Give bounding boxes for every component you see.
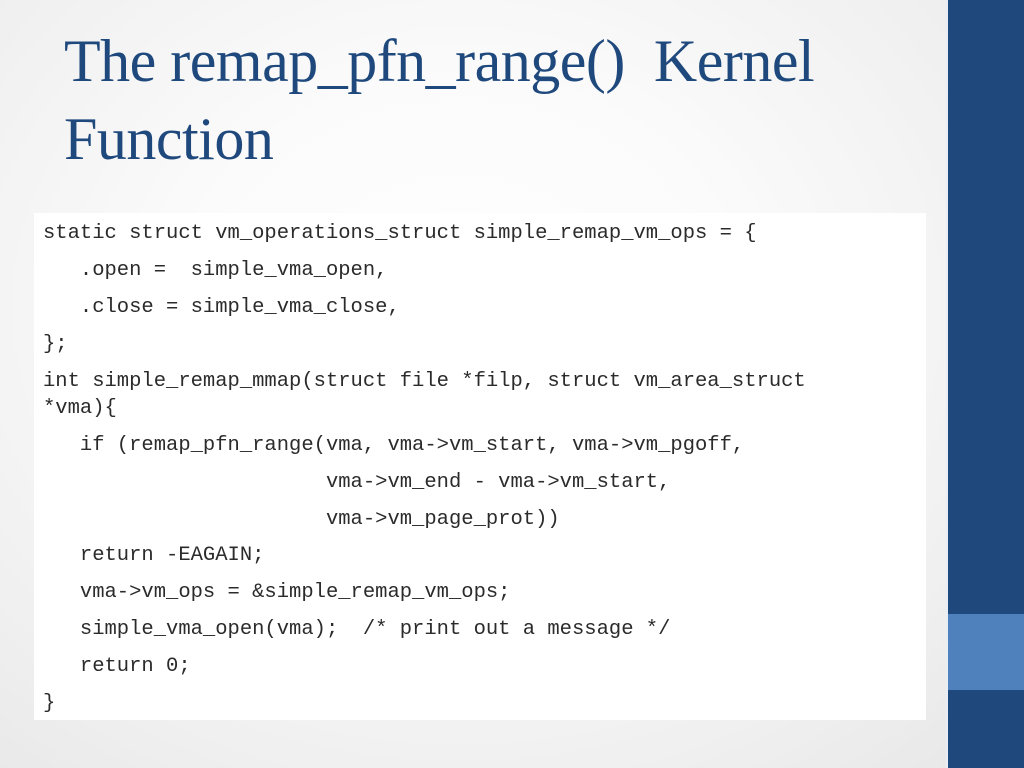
slide-title-line-1: The remap_pfn_range() Kernel — [64, 28, 815, 94]
sidebar-edge — [946, 0, 948, 768]
code-line: *vma){ — [43, 397, 117, 420]
code-line: return 0; — [43, 655, 191, 678]
slide-title: The remap_pfn_range() Kernel Function — [64, 22, 934, 178]
code-line: return -EAGAIN; — [43, 544, 265, 567]
sidebar-accent-block — [948, 614, 1024, 690]
code-listing: static struct vm_operations_struct simpl… — [34, 213, 926, 720]
code-line: if (remap_pfn_range(vma, vma->vm_start, … — [43, 434, 745, 457]
code-line: vma->vm_page_prot)) — [43, 508, 560, 531]
code-line: simple_vma_open(vma); /* print out a mes… — [43, 618, 671, 641]
code-line: static struct vm_operations_struct simpl… — [43, 222, 757, 245]
code-line: } — [43, 692, 56, 715]
code-line: .open = simple_vma_open, — [43, 259, 388, 282]
code-line: .close = simple_vma_close, — [43, 296, 400, 319]
code-line: vma->vm_ops = &simple_remap_vm_ops; — [43, 581, 511, 604]
code-line: vma->vm_end - vma->vm_start, — [43, 471, 671, 494]
code-line: }; — [43, 333, 68, 356]
slide-title-line-2: Function — [64, 106, 274, 172]
code-line: int simple_remap_mmap(struct file *filp,… — [43, 370, 806, 393]
